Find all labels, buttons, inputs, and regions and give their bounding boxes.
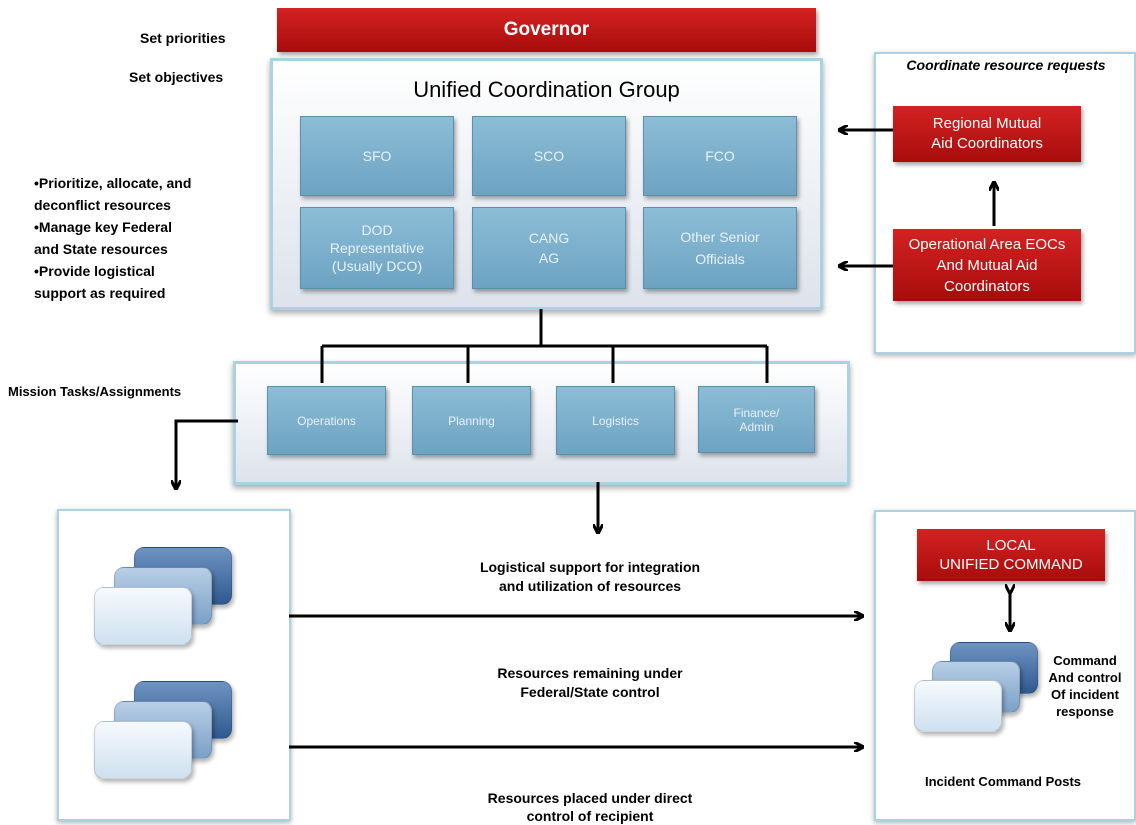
responsibilities-list: •Prioritize, allocate, and deconflict re… [34, 172, 191, 304]
local-line: LOCAL [986, 537, 1036, 554]
other-senior-officials-box: Other Senior Officials [643, 207, 797, 289]
logistics-box: Logistics [556, 386, 675, 455]
dod-line: Representative [329, 240, 425, 256]
local-unified-command-box: LOCAL UNIFIED COMMAND [917, 529, 1105, 581]
bullet-line: •Manage key Federal [34, 219, 172, 235]
command-line: And control [1048, 670, 1122, 685]
bullet-line: and State resources [34, 241, 168, 257]
officials-line: Other Senior [680, 229, 760, 245]
sfo-label: SFO [362, 148, 392, 164]
resources-remaining-label: Resources remaining under Federal/State … [420, 664, 760, 702]
logistics-label: Logistics [592, 413, 639, 428]
resources-panel [57, 509, 291, 821]
mission-tasks-label: Mission Tasks/Assignments [8, 384, 182, 399]
set-priorities-label: Set priorities [140, 30, 226, 46]
regional-line: Aid Coordinators [931, 135, 1043, 152]
dod-line: DOD [361, 222, 393, 238]
placed-line: control of recipient [526, 808, 654, 824]
planning-label: Planning [448, 413, 495, 428]
coordinate-requests-title: Coordinate resource requests [906, 57, 1106, 73]
bullet-line: support as required [34, 285, 166, 301]
regional-line: Regional Mutual [932, 115, 1042, 132]
command-line: Command [1053, 653, 1117, 668]
bullet-line: •Provide logistical [34, 263, 155, 279]
unified-coordination-group-panel: Unified Coordination Group SFO SCO FCO D… [270, 58, 823, 310]
fco-label: FCO [705, 148, 735, 164]
sco-label: SCO [533, 148, 565, 164]
operational-line: Coordinators [944, 277, 1030, 295]
finance-admin-box: Finance/ Admin [698, 386, 815, 453]
planning-box: Planning [412, 386, 531, 455]
operations-label: Operations [297, 413, 356, 428]
remaining-line: Resources remaining under [497, 665, 683, 681]
resource-tile-front [94, 587, 192, 645]
local-line: UNIFIED COMMAND [939, 556, 1083, 573]
operational-line: And Mutual Aid [936, 256, 1038, 274]
logistical-line: and utilization of resources [498, 578, 682, 594]
cang-ag-box: CANG AG [472, 207, 626, 289]
finance-admin-label: Finance/ Admin [733, 405, 780, 434]
command-line: response [1056, 704, 1114, 719]
dod-representative-box: DOD Representative (Usually DCO) [300, 207, 454, 289]
post-tile-front [914, 680, 1002, 732]
bullet-line: •Prioritize, allocate, and [34, 175, 192, 191]
cang-line: AG [538, 250, 560, 266]
operational-line: Operational Area EOCs [908, 235, 1066, 253]
mission-arrow [176, 419, 238, 488]
bullet-line: deconflict resources [34, 197, 171, 213]
operations-box: Operations [267, 386, 386, 455]
logistical-line: Logistical support for integration [479, 559, 701, 575]
incident-command-posts-label: Incident Command Posts [924, 774, 1082, 789]
logistical-support-label: Logistical support for integration and u… [420, 558, 760, 596]
governor-box: Governor [277, 8, 816, 52]
coordinate-resource-requests-panel [874, 52, 1136, 354]
cang-line: CANG [528, 230, 570, 246]
regional-mutual-aid-box: Regional Mutual Aid Coordinators [893, 106, 1081, 162]
command-control-label: Command And control Of incident response [1036, 652, 1134, 720]
sco-box: SCO [472, 116, 626, 196]
sfo-box: SFO [300, 116, 454, 196]
command-line: Of incident [1051, 687, 1119, 702]
ucg-title: Unified Coordination Group [413, 77, 680, 102]
officials-line: Officials [695, 251, 745, 267]
placed-line: Resources placed under direct [487, 790, 693, 806]
sections-panel: Operations Planning Logistics Finance/ A… [233, 361, 850, 485]
operational-area-eocs-box: Operational Area EOCs And Mutual Aid Coo… [893, 229, 1081, 301]
remaining-line: Federal/State control [520, 684, 660, 700]
set-objectives-label: Set objectives [129, 69, 224, 85]
resource-tile-front [94, 721, 192, 779]
fco-box: FCO [643, 116, 797, 196]
resources-placed-label: Resources placed under direct control of… [420, 789, 760, 825]
dod-line: (Usually DCO) [331, 258, 423, 274]
